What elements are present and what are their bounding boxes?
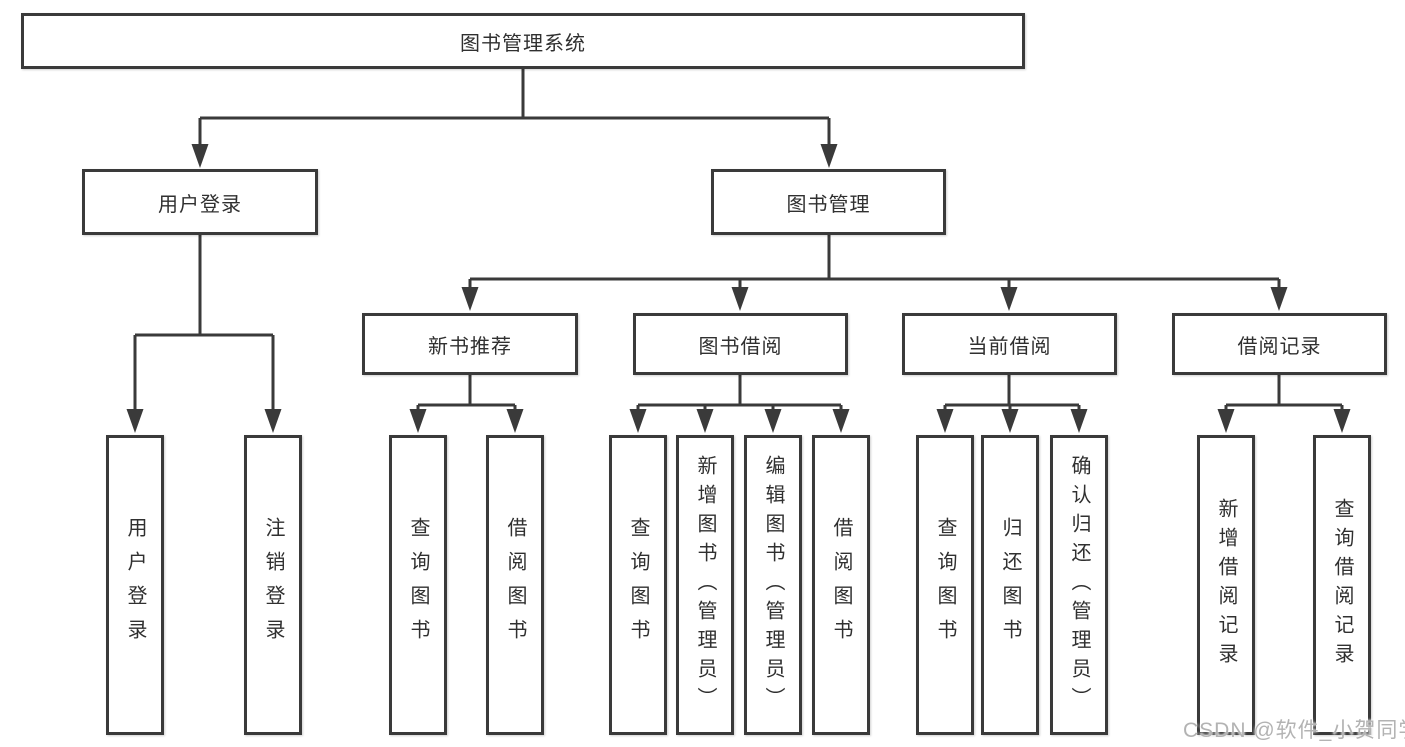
arrowheads (126, 144, 1351, 433)
node-label: 确认归还（管理员） (1068, 454, 1090, 716)
node-label: 新增借阅记录 (1215, 498, 1237, 672)
node-label: 当前借阅 (967, 335, 1052, 358)
node-label: 查询图书 (934, 517, 956, 653)
node-library-system: 图书管理系统 (21, 13, 1025, 69)
leaf-query-books-3: 查询图书 (916, 435, 974, 735)
node-label: 借阅记录 (1237, 335, 1322, 358)
node-label: 归还图书 (999, 517, 1021, 653)
node-label: 图书借阅 (698, 335, 783, 358)
node-current-borrow: 当前借阅 (902, 313, 1117, 375)
node-label: 用户登录 (158, 193, 242, 216)
leaf-confirm-return-admin: 确认归还（管理员） (1050, 435, 1108, 735)
node-label: 新增图书（管理员） (694, 454, 716, 716)
leaf-query-books-2: 查询图书 (609, 435, 667, 735)
node-label: 查询图书 (627, 517, 649, 653)
node-label: 编辑图书（管理员） (762, 454, 784, 716)
leaf-edit-books-admin: 编辑图书（管理员） (744, 435, 802, 735)
leaf-add-borrow-record: 新增借阅记录 (1197, 435, 1255, 735)
leaf-user-login: 用户登录 (106, 435, 164, 735)
leaf-query-borrow-record: 查询借阅记录 (1313, 435, 1371, 735)
node-user-login-module: 用户登录 (82, 169, 318, 235)
node-label: 借阅图书 (830, 517, 852, 653)
leaf-return-books: 归还图书 (981, 435, 1039, 735)
node-label: 注销登录 (262, 517, 284, 653)
node-label: 用户登录 (124, 517, 146, 653)
leaf-logout: 注销登录 (244, 435, 302, 735)
node-label: 图书管理系统 (460, 32, 586, 55)
csdn-watermark: CSDN @软件_小贺同学 (1183, 719, 1405, 742)
leaf-add-books-admin: 新增图书（管理员） (676, 435, 734, 735)
node-label: 查询借阅记录 (1331, 498, 1353, 672)
node-new-book-recommend: 新书推荐 (362, 313, 578, 375)
node-label: 新书推荐 (428, 335, 512, 358)
node-label: 图书管理 (786, 193, 871, 216)
node-label: 查询图书 (407, 517, 429, 653)
leaf-borrow-books-2: 借阅图书 (812, 435, 870, 735)
leaf-query-books-1: 查询图书 (389, 435, 447, 735)
node-label: 借阅图书 (504, 517, 526, 653)
node-borrow-records: 借阅记录 (1172, 313, 1387, 375)
leaf-borrow-books-1: 借阅图书 (486, 435, 544, 735)
node-book-management: 图书管理 (711, 169, 946, 235)
node-book-borrow: 图书借阅 (633, 313, 848, 375)
